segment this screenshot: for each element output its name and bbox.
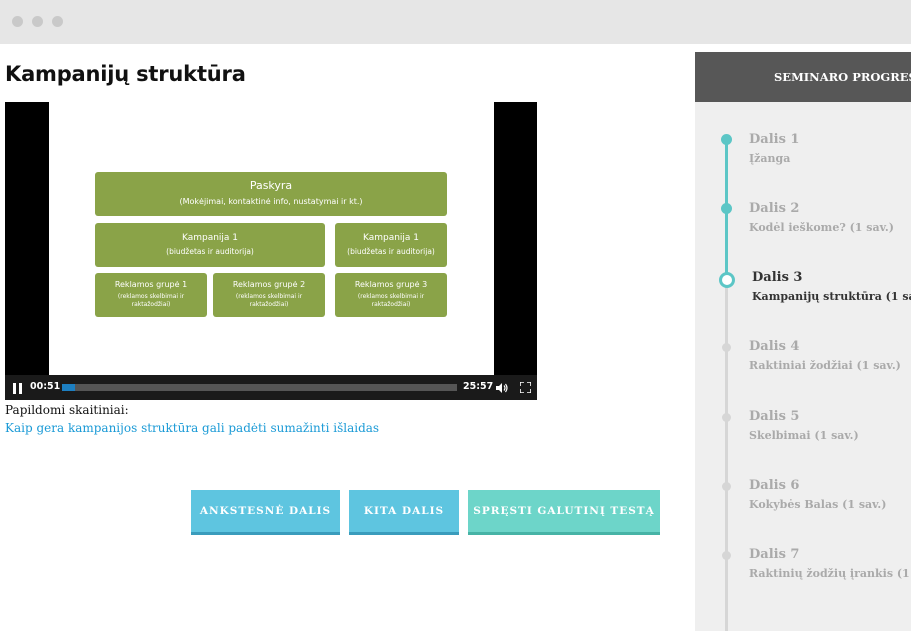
slide-adgroup-subtitle: (reklamos skelbimai ir raktažodžiai) <box>357 293 425 308</box>
sidebar-header-title: SEMINARO PROGRESAS <box>774 70 911 84</box>
step-subtitle[interactable]: Įžanga <box>749 152 791 165</box>
progress-sidebar: SEMINARO PROGRESAS Dalis 1 Įžanga Dalis … <box>695 52 911 631</box>
slide-account-box: Paskyra (Mokėjimai, kontaktinė info, nus… <box>95 172 447 216</box>
step-title[interactable]: Dalis 7 <box>749 547 800 562</box>
step-node-todo <box>722 551 731 560</box>
step-title-current[interactable]: Dalis 3 <box>752 270 803 285</box>
final-test-button[interactable]: SPRĘSTI GALUTINĮ TESTĄ <box>468 490 660 535</box>
step-title[interactable]: Dalis 5 <box>749 409 800 424</box>
previous-part-button[interactable]: ANKSTESNĖ DALIS <box>191 490 340 535</box>
extra-reading-link[interactable]: Kaip gera kampanijos struktūra gali padė… <box>5 421 380 435</box>
step-node-done <box>721 203 732 214</box>
duration-time: 25:57 <box>463 381 494 392</box>
step-subtitle[interactable]: Kokybės Balas (1 sav.) <box>749 498 887 511</box>
window-minimize-dot[interactable] <box>32 16 43 27</box>
page-title: Kampanijų struktūra <box>5 62 246 86</box>
next-part-button[interactable]: KITA DALIS <box>349 490 459 535</box>
video-player[interactable]: Paskyra (Mokėjimai, kontaktinė info, nus… <box>5 102 537 400</box>
slide-adgroup-subtitle: (reklamos skelbimai ir raktažodžiai) <box>235 293 303 308</box>
step-subtitle[interactable]: Raktinių žodžių įrankis (1 sav.) <box>749 567 911 580</box>
step-node-todo <box>722 343 731 352</box>
browser-chrome <box>0 0 911 44</box>
slide-adgroup-title: Reklamos grupė 3 <box>354 280 428 289</box>
step-node-done <box>721 134 732 145</box>
slide-adgroup-title: Reklamos grupė 1 <box>114 280 188 289</box>
step-subtitle[interactable]: Kodėl ieškome? (1 sav.) <box>749 221 894 234</box>
slide-campaign-box: Kampanija 1 (biudžetas ir auditorija) <box>95 223 325 267</box>
slide-adgroup-subtitle: (reklamos skelbimai ir raktažodžiai) <box>117 293 185 308</box>
step-node-todo <box>722 413 731 422</box>
sidebar-header: SEMINARO PROGRESAS <box>695 52 911 102</box>
video-progress-fill <box>62 384 76 391</box>
step-title[interactable]: Dalis 6 <box>749 478 800 493</box>
video-slide: Paskyra (Mokėjimai, kontaktinė info, nus… <box>49 102 494 375</box>
slide-adgroup-title: Reklamos grupė 2 <box>232 280 306 289</box>
slide-account-title: Paskyra <box>249 179 293 192</box>
extra-reading-label: Papildomi skaitiniai: <box>5 403 129 417</box>
slide-account-subtitle: (Mokėjimai, kontaktinė info, nustatymai … <box>179 197 363 206</box>
slide-campaign-title: Kampanija 1 <box>181 233 239 243</box>
slide-campaign-box: Kampanija 1 (biudžetas ir auditorija) <box>335 223 447 267</box>
slide-campaign-subtitle: (biudžetas ir auditorija) <box>347 247 435 256</box>
slide-adgroup-box: Reklamos grupė 1 (reklamos skelbimai ir … <box>95 273 207 317</box>
step-title[interactable]: Dalis 1 <box>749 132 800 147</box>
window-close-dot[interactable] <box>12 16 23 27</box>
fullscreen-icon[interactable] <box>520 382 531 393</box>
volume-icon[interactable] <box>496 382 508 394</box>
pause-icon[interactable] <box>13 383 23 394</box>
window-maximize-dot[interactable] <box>52 16 63 27</box>
step-node-todo <box>722 482 731 491</box>
current-time: 00:51 <box>30 381 61 392</box>
video-progress-bar[interactable] <box>62 384 457 391</box>
step-title[interactable]: Dalis 2 <box>749 201 800 216</box>
slide-adgroup-box: Reklamos grupė 2 (reklamos skelbimai ir … <box>213 273 325 317</box>
video-controls: 00:51 25:57 <box>5 375 537 400</box>
step-node-current <box>719 272 735 288</box>
slide-campaign-subtitle: (biudžetas ir auditorija) <box>166 247 254 256</box>
progress-track <box>725 138 728 631</box>
step-subtitle[interactable]: Raktiniai žodžiai (1 sav.) <box>749 359 901 372</box>
slide-campaign-title: Kampanija 1 <box>362 233 420 243</box>
step-title[interactable]: Dalis 4 <box>749 339 800 354</box>
step-subtitle-current[interactable]: Kampanijų struktūra (1 sav.) <box>752 290 911 303</box>
slide-adgroup-box: Reklamos grupė 3 (reklamos skelbimai ir … <box>335 273 447 317</box>
step-subtitle[interactable]: Skelbimai (1 sav.) <box>749 429 859 442</box>
